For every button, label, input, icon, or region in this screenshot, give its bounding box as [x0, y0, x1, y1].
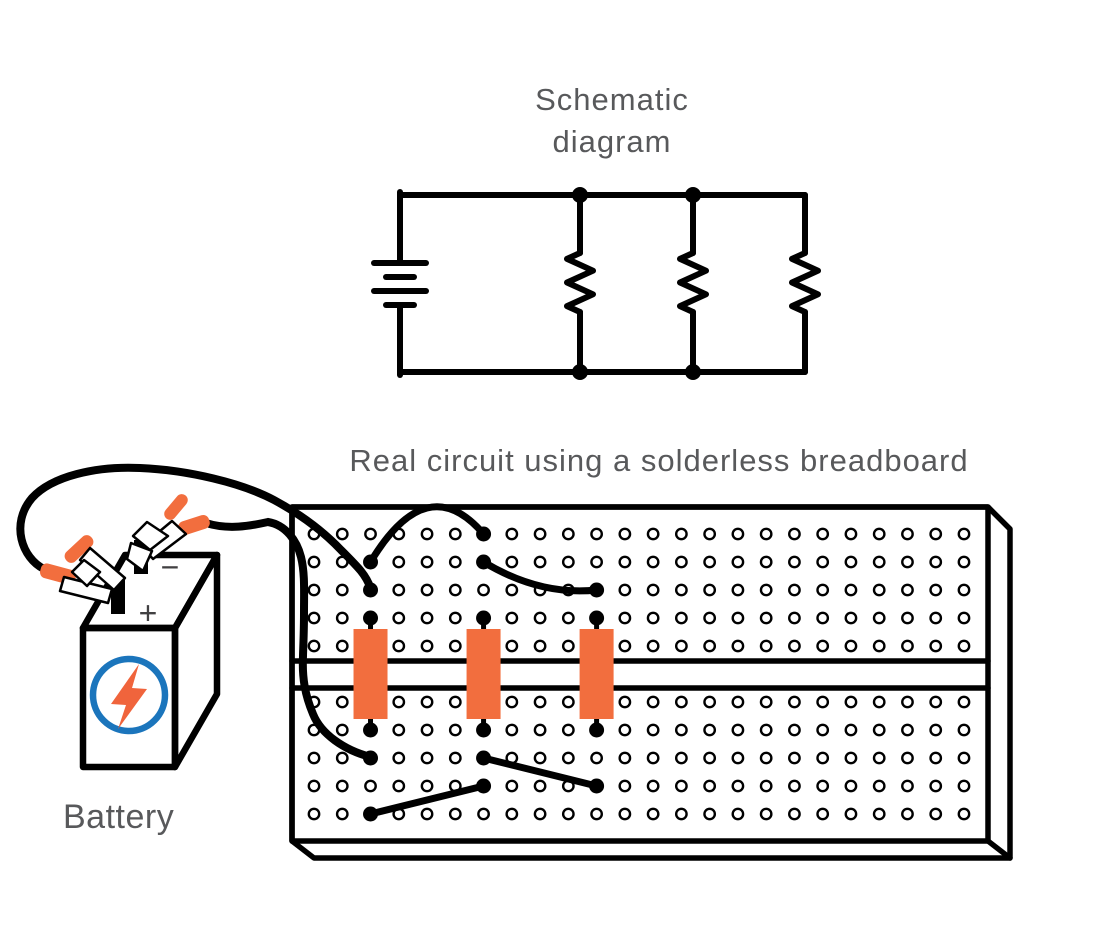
- battery-label: Battery: [63, 798, 174, 836]
- connection-dot: [363, 582, 379, 598]
- junction-dot: [685, 364, 701, 380]
- breadboard-face: [289, 504, 991, 844]
- clip-wire-boot: [178, 514, 210, 536]
- alligator-clip-negative: [125, 494, 210, 573]
- connection-dot: [363, 610, 379, 626]
- connection-dot: [476, 526, 492, 542]
- battery-wire-negative: [202, 517, 375, 761]
- alligator-clip-positive: [40, 535, 127, 605]
- battery-plus-symbol: +: [139, 595, 158, 631]
- connection-dot: [589, 610, 605, 626]
- battery-minus-symbol: −: [161, 549, 180, 585]
- connection-dot: [589, 722, 605, 738]
- jumper-wire: [480, 558, 601, 595]
- junction-dot: [572, 364, 588, 380]
- alligator-clips: [40, 494, 210, 605]
- connection-dot: [476, 778, 492, 794]
- jumper-wire: [480, 754, 601, 790]
- clip-jaw: [58, 575, 114, 605]
- connection-dot: [363, 722, 379, 738]
- clip-jaw: [78, 546, 127, 592]
- clip-handle: [164, 494, 188, 520]
- schematic-title-line2: diagram: [553, 124, 672, 159]
- connection-dot: [363, 750, 379, 766]
- breadboard-resistor-1: [353, 629, 388, 719]
- resistor-symbol-3: [789, 250, 821, 315]
- connection-dot: [476, 610, 492, 626]
- lightning-bolt-icon: [111, 664, 147, 729]
- breadboard-resistor-2: [466, 629, 501, 719]
- jumper-wire: [367, 782, 488, 818]
- clip-jaw: [125, 541, 154, 573]
- connection-dot: [589, 582, 605, 598]
- battery-right-face: [171, 551, 221, 771]
- clip-handle: [64, 535, 94, 563]
- connection-dot: [363, 554, 379, 570]
- battery-front-face: [79, 624, 179, 771]
- clip-jaw: [70, 558, 102, 588]
- connection-dot: [476, 750, 492, 766]
- connection-dot: [476, 554, 492, 570]
- breadboard-hole-grid: [307, 527, 971, 821]
- resistor-symbol-2: [677, 250, 709, 315]
- connection-dot: [476, 722, 492, 738]
- junction-dot: [685, 187, 701, 203]
- breadboard-resistor-3: [579, 629, 614, 719]
- connection-dot: [363, 806, 379, 822]
- junction-dot: [572, 187, 588, 203]
- breadboard: [289, 503, 1013, 861]
- resistor-symbol-1: [564, 250, 596, 315]
- breadboard-title: Real circuit using a solderless breadboa…: [349, 443, 968, 478]
- connection-dot: [589, 778, 605, 794]
- battery-jumper-wires: [16, 463, 605, 822]
- schematic-circuit-drawing: [371, 187, 821, 380]
- battery-wire-positive: [16, 463, 375, 592]
- jumper-wires: [367, 503, 601, 818]
- schematic-title-line1: Schematic: [535, 82, 689, 117]
- jumper-wire: [367, 503, 488, 566]
